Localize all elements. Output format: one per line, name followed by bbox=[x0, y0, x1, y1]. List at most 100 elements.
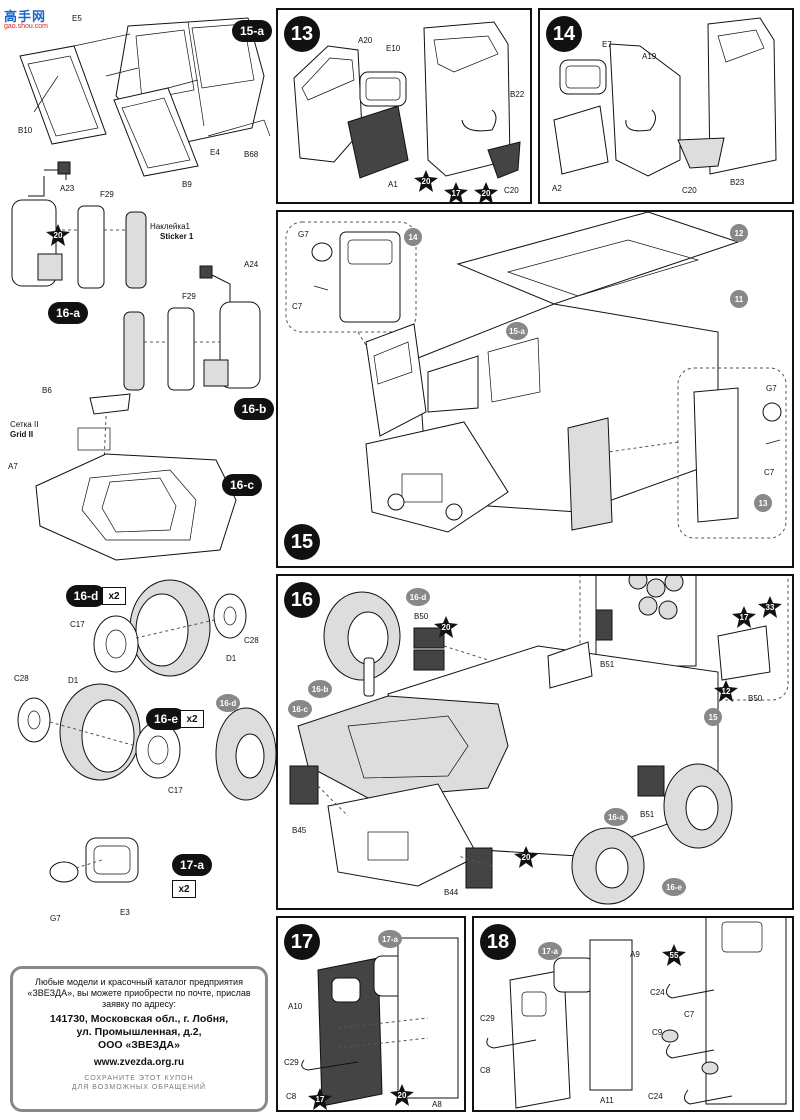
part-B10: B10 bbox=[18, 126, 33, 135]
step-14-number: 14 bbox=[546, 16, 582, 52]
paint-callout-55: 55 bbox=[662, 944, 686, 966]
subassembly-15-a: 15-a bbox=[232, 20, 272, 42]
sticker-label-en: Sticker 1 bbox=[160, 232, 194, 241]
part-C7: C7 bbox=[292, 302, 303, 311]
step-17-drawing bbox=[301, 937, 459, 1107]
porthole-drawing bbox=[49, 837, 139, 883]
part-C28: C28 bbox=[244, 636, 259, 645]
part-A1: A1 bbox=[388, 180, 398, 189]
mail-order-coupon: Любые модели и красочный каталог предпри… bbox=[10, 966, 268, 1112]
coupon-footer-line-2: ДЛЯ ВОЗМОЖНЫХ ОБРАЩЕНИЙ bbox=[71, 1084, 207, 1091]
step-15-drawing bbox=[285, 212, 787, 539]
part-B50: B50 bbox=[414, 612, 429, 621]
quantity-x2-17a: x2 bbox=[172, 880, 196, 898]
step-17-panel: 17 17-a A10 C29 C8 17 20 A8 bbox=[276, 916, 466, 1112]
ref-step-13: 13 bbox=[754, 494, 772, 512]
subassembly-16-d: 16-d bbox=[66, 585, 106, 607]
subassembly-16-e: 16-e bbox=[146, 708, 186, 730]
ref-15-a: 15-a bbox=[506, 322, 528, 340]
part-C9: C9 bbox=[652, 1028, 663, 1037]
part-A19: A19 bbox=[642, 52, 657, 61]
part-B44: B44 bbox=[444, 888, 459, 897]
step-16-panel: 16 bbox=[276, 574, 794, 910]
ref-16-c: 16-c bbox=[288, 700, 312, 718]
coupon-footer-line-1: СОХРАНИТЕ ЭТОТ КУПОН bbox=[84, 1075, 194, 1082]
part-D1-b: D1 bbox=[68, 676, 79, 685]
paint-callout-20: 20 bbox=[474, 182, 498, 204]
ref-16-d-placed: 16-d bbox=[216, 694, 240, 712]
part-C20: C20 bbox=[504, 186, 519, 195]
paint-callout-20: 20 bbox=[414, 170, 438, 192]
grid-label-ru: Сетка II bbox=[10, 420, 39, 429]
step-15-panel: 15 G7 C7 14 12 11 15-a G7 C7 bbox=[276, 210, 794, 568]
part-A2: A2 bbox=[552, 184, 562, 193]
part-B22: B22 bbox=[510, 90, 525, 99]
paint-callout-17: 17 bbox=[444, 182, 468, 204]
part-B45: B45 bbox=[292, 826, 307, 835]
watermark-url: gao.shou.com bbox=[4, 23, 48, 30]
paint-callout-20: 20 bbox=[434, 616, 458, 638]
paint-callout-17: 17 bbox=[732, 606, 756, 628]
step-16-number: 16 bbox=[284, 582, 320, 618]
part-D1: D1 bbox=[226, 654, 237, 663]
part-B68: B68 bbox=[244, 150, 259, 159]
windshield-drawing bbox=[19, 17, 271, 177]
part-E7: E7 bbox=[602, 40, 612, 49]
part-F29: F29 bbox=[100, 190, 114, 199]
step-14-drawing bbox=[553, 17, 777, 177]
paint-callout-20: 20 bbox=[390, 1084, 414, 1106]
coupon-address-line-3: ООО «ЗВЕЗДА» bbox=[98, 1039, 180, 1051]
part-A11: A11 bbox=[600, 1096, 614, 1105]
part-E5: E5 bbox=[72, 14, 82, 23]
part-C28-b: C28 bbox=[14, 674, 29, 683]
part-G7: G7 bbox=[50, 914, 61, 923]
watermark-brand: 高手网 bbox=[4, 9, 47, 24]
part-C8: C8 bbox=[286, 1092, 297, 1101]
ref-17-a-step-18: 17-a bbox=[538, 942, 562, 960]
ref-16-d: 16-d bbox=[406, 588, 430, 606]
step-13-number: 13 bbox=[284, 16, 320, 52]
step-13-drawing bbox=[293, 21, 521, 179]
grid-label-en: Grid II bbox=[10, 430, 34, 439]
part-C24-b: C24 bbox=[648, 1092, 663, 1101]
part-E10: E10 bbox=[386, 44, 401, 53]
part-A7: A7 bbox=[8, 462, 18, 471]
subassembly-16-a: 16-a bbox=[48, 302, 88, 324]
coupon-intro-text: Любые модели и красочный каталог предпри… bbox=[27, 977, 251, 1009]
step-16-drawing bbox=[289, 576, 789, 905]
coupon-website: www.zvezda.org.ru bbox=[93, 1057, 185, 1068]
part-B6: B6 bbox=[42, 386, 52, 395]
part-A9: A9 bbox=[630, 950, 640, 959]
step-18-panel: 18 17-a A9 55 C29 C24 C7 C9 C8 A11 C24 bbox=[472, 916, 794, 1112]
quantity-x2-16e: x2 bbox=[180, 710, 204, 728]
part-E4: E4 bbox=[210, 148, 220, 157]
mirror-left-drawing bbox=[11, 161, 147, 289]
mirror-right-drawing bbox=[123, 265, 261, 391]
coupon-address-line-1: 141730, Московская обл., г. Лобня, bbox=[49, 1013, 229, 1025]
part-B9: B9 bbox=[182, 180, 192, 189]
part-C17: C17 bbox=[70, 620, 85, 629]
part-C7-c: C7 bbox=[684, 1010, 695, 1019]
step-18-number: 18 bbox=[480, 924, 516, 960]
ref-step-15: 15 bbox=[704, 708, 722, 726]
wheel-16e-drawing bbox=[17, 683, 181, 781]
paint-callout-33: 33 bbox=[758, 596, 782, 618]
subassembly-17-a: 17-a bbox=[172, 854, 212, 876]
part-A23: A23 bbox=[60, 184, 75, 193]
step-15-number: 15 bbox=[284, 524, 320, 560]
wheel-16d-drawing bbox=[93, 579, 247, 677]
sticker-label-ru: Наклейка1 bbox=[150, 222, 190, 231]
step-17-number: 17 bbox=[284, 924, 320, 960]
part-B51: B51 bbox=[600, 660, 615, 669]
ref-step-12: 12 bbox=[730, 224, 748, 242]
part-B51-b: B51 bbox=[640, 810, 655, 819]
part-C17-b: C17 bbox=[168, 786, 183, 795]
part-C20-b: C20 bbox=[682, 186, 697, 195]
wheel-16d-placed-drawing bbox=[215, 707, 276, 801]
ref-16-b: 16-b bbox=[308, 680, 332, 698]
part-A8: A8 bbox=[432, 1100, 442, 1109]
part-C29-b: C29 bbox=[480, 1014, 495, 1023]
ref-16-a: 16-a bbox=[604, 808, 628, 826]
ref-16-e: 16-e bbox=[662, 878, 686, 896]
subassembly-16-b: 16-b bbox=[234, 398, 274, 420]
